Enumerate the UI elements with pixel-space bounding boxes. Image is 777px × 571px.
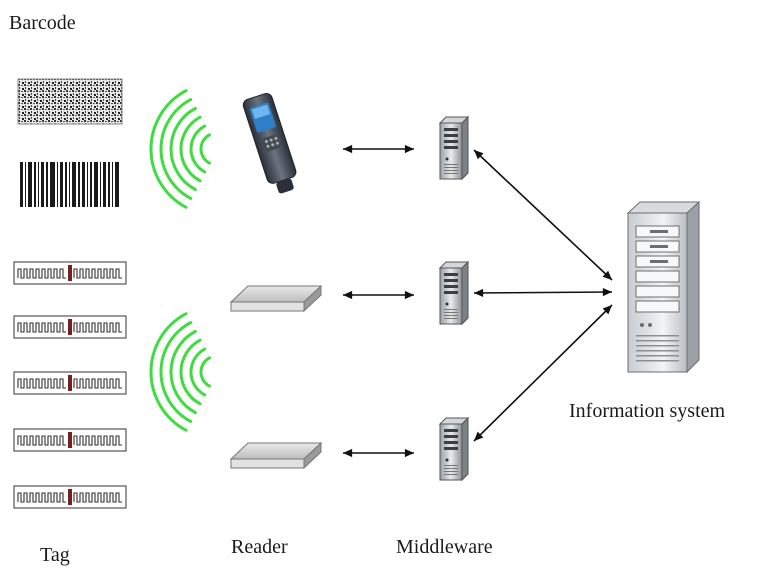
linear-barcode-icon [20, 162, 119, 207]
radio-waves-icon [149, 312, 211, 432]
bidirectional-arrow [343, 290, 414, 300]
rfid-tag-icon [13, 315, 127, 339]
fixed-reader-icon [229, 441, 323, 470]
bidirectional-arrow [343, 144, 414, 154]
connection-arrows [343, 144, 613, 458]
bidirectional-arrow [473, 287, 613, 298]
fixed-reader-icon [229, 284, 323, 313]
bidirectional-arrow [473, 149, 613, 281]
tag-label: Tag [40, 544, 70, 566]
bidirectional-arrow [473, 304, 613, 442]
server-icon [438, 260, 470, 326]
information-system-label: Information system [569, 400, 726, 422]
rfid-tag-icon [13, 371, 127, 395]
rfid-tag-icon [13, 428, 127, 452]
reader-label: Reader [231, 536, 288, 558]
radio-waves-icon [149, 89, 211, 209]
2d-barcode-icon [17, 78, 123, 125]
rfid-tag-icon [13, 261, 127, 285]
barcode-label: Barcode [9, 12, 76, 34]
server-tower-icon [626, 200, 701, 374]
server-icon [438, 416, 470, 482]
rfid-tag-icon [13, 485, 127, 509]
server-icon [438, 115, 470, 181]
middleware-label: Middleware [396, 536, 493, 558]
handheld-reader-icon [242, 93, 297, 194]
bidirectional-arrow [343, 448, 414, 458]
rfid-tags [13, 261, 127, 509]
